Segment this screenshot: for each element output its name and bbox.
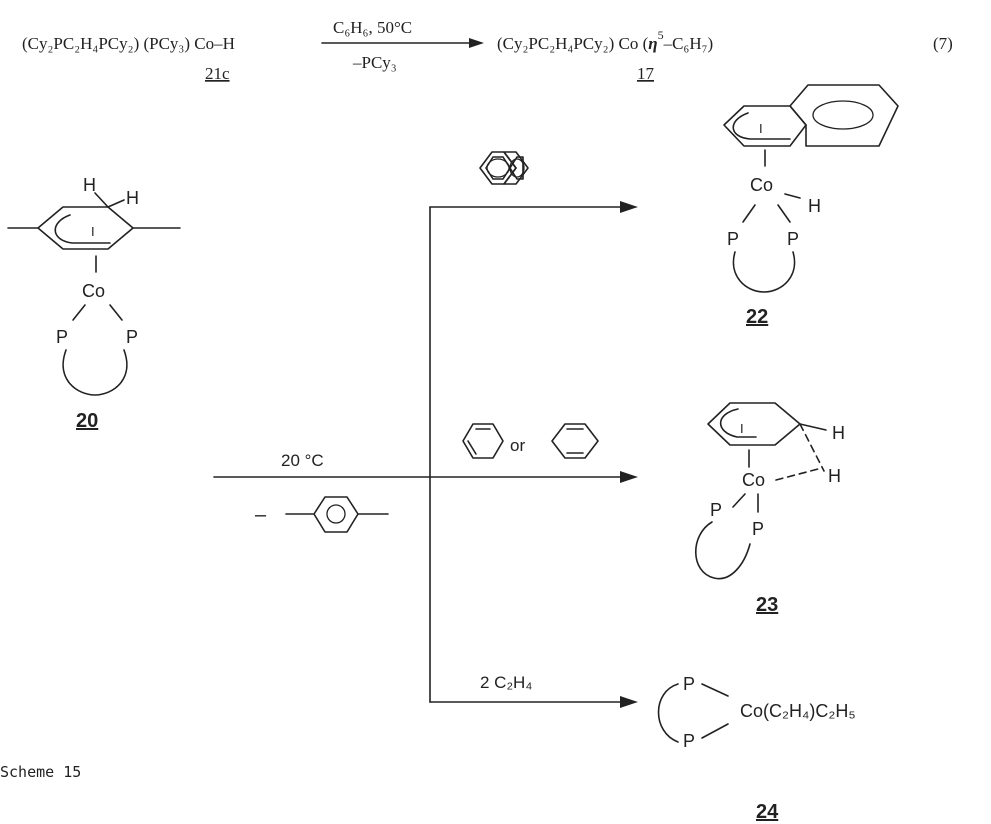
cyclohexa-1-4-diene-icon: [551, 423, 599, 459]
compound-20-ch-bond-1: [94, 192, 109, 208]
compound-23-ring: [707, 402, 801, 446]
compound-23-label: 23: [756, 594, 778, 616]
compound-24-p-co-top: [701, 683, 729, 697]
compound-22-co-p-right: [777, 204, 791, 223]
compound-24: P P Co(C₂H₄)C₂H₅ 24: [657, 674, 856, 823]
compound-20-p-right: P: [126, 327, 138, 347]
compound-23-agostic-co-h: [775, 467, 823, 481]
compound-23-p-right: P: [752, 519, 764, 539]
compound-23-h-top: H: [832, 423, 845, 443]
compound-20-p-left: P: [56, 327, 68, 347]
branch-ethylene: 2 C₂H₄: [429, 673, 638, 708]
compound-22-co-p-left: [742, 204, 756, 223]
cyclohexa-1-3-diene-icon: [462, 423, 504, 459]
compound-23: I H Co H P P 23: [694, 402, 845, 616]
main-arrow: 20 °C –: [213, 451, 638, 533]
compound-23-p-left: P: [710, 500, 722, 520]
branch-or-text: or: [510, 436, 525, 455]
compound-24-label: 24: [756, 801, 779, 823]
compound-23-agostic-ch: [799, 423, 825, 472]
compound-22-co: Co: [750, 175, 773, 195]
equation-arrowhead: [469, 38, 484, 48]
branch-naphthalene-arrowhead: [620, 201, 638, 213]
compound-22-label: 22: [746, 306, 768, 328]
compound-22-delocalization-arc: [732, 112, 791, 140]
compound-20-locant: I: [91, 224, 95, 239]
main-arrowhead: [620, 471, 638, 483]
compound-23-co: Co: [742, 470, 765, 490]
compound-20-h1: H: [83, 175, 96, 195]
compound-22-h: H: [808, 196, 821, 216]
compound-22-diphosphine-bridge: [732, 251, 796, 293]
compound-24-p-co-bottom: [701, 723, 729, 739]
main-arrow-loss-sign: –: [255, 504, 267, 526]
reactant-label-21c: 21c: [205, 64, 230, 83]
compound-22-ring-left: [723, 105, 807, 147]
product-label-17: 17: [637, 64, 655, 83]
compound-23-ch-bond: [799, 423, 827, 431]
compound-22-co-h-bond: [784, 193, 801, 199]
branch-cyclohexadiene: or: [462, 423, 599, 459]
compound-20: H H I Co P P 20: [7, 175, 181, 432]
compound-23-co-p-left: [732, 493, 746, 508]
compound-22-p-left: P: [727, 229, 739, 249]
compound-23-diphosphine-bridge: [694, 521, 751, 580]
compound-23-h-bridge: H: [828, 466, 841, 486]
compound-24-p-top: P: [683, 674, 695, 694]
equation-number: (7): [933, 34, 953, 53]
compound-20-co: Co: [82, 281, 105, 301]
compound-22-aromatic-circle: [812, 100, 874, 130]
compound-20-co-p-left: [72, 304, 86, 321]
compound-22: I Co H P P 22: [723, 84, 899, 328]
compound-22-p-right: P: [787, 229, 799, 249]
branch-ethylene-arrowhead: [620, 696, 638, 708]
scheme-caption: Scheme 15: [0, 763, 81, 781]
compound-20-co-p-right: [109, 304, 123, 321]
compound-20-diphosphine-bridge: [62, 349, 128, 396]
equation-product: (Cy₂PC₂H₄PCy₂) Co (η5–C₆H₇): [497, 28, 713, 53]
compound-24-p-bottom: P: [683, 731, 695, 751]
compound-22-locant: I: [759, 121, 763, 136]
compound-22-ring-right: [789, 84, 899, 147]
main-arrow-condition: 20 °C: [281, 451, 324, 470]
p-xylene-icon: [285, 496, 389, 533]
equation-conditions-bottom: –PCy₃: [352, 53, 397, 72]
equation-7: (Cy₂PC₂H₄PCy₂) (PCy₃) Co–H 21c C₆H₆, 50°…: [22, 18, 953, 83]
branch-ethylene-reagent: 2 C₂H₄: [480, 673, 532, 692]
compound-24-diphosphine-bridge: [657, 683, 679, 743]
equation-conditions-top: C₆H₆, 50°C: [333, 18, 412, 37]
compound-23-locant: I: [740, 421, 744, 436]
compound-20-delocalization-arc: [54, 214, 111, 244]
equation-reactant: (Cy₂PC₂H₄PCy₂) (PCy₃) Co–H: [22, 34, 235, 53]
compound-23-delocalization-arc: [719, 408, 757, 438]
naphthalene-icon: [479, 151, 529, 185]
compound-24-formula: Co(C₂H₄)C₂H₅: [740, 701, 856, 721]
compound-20-h2: H: [126, 188, 139, 208]
compound-20-label: 20: [76, 410, 98, 432]
compound-20-ch-bond-2: [107, 199, 125, 208]
branch-naphthalene: [429, 151, 638, 213]
